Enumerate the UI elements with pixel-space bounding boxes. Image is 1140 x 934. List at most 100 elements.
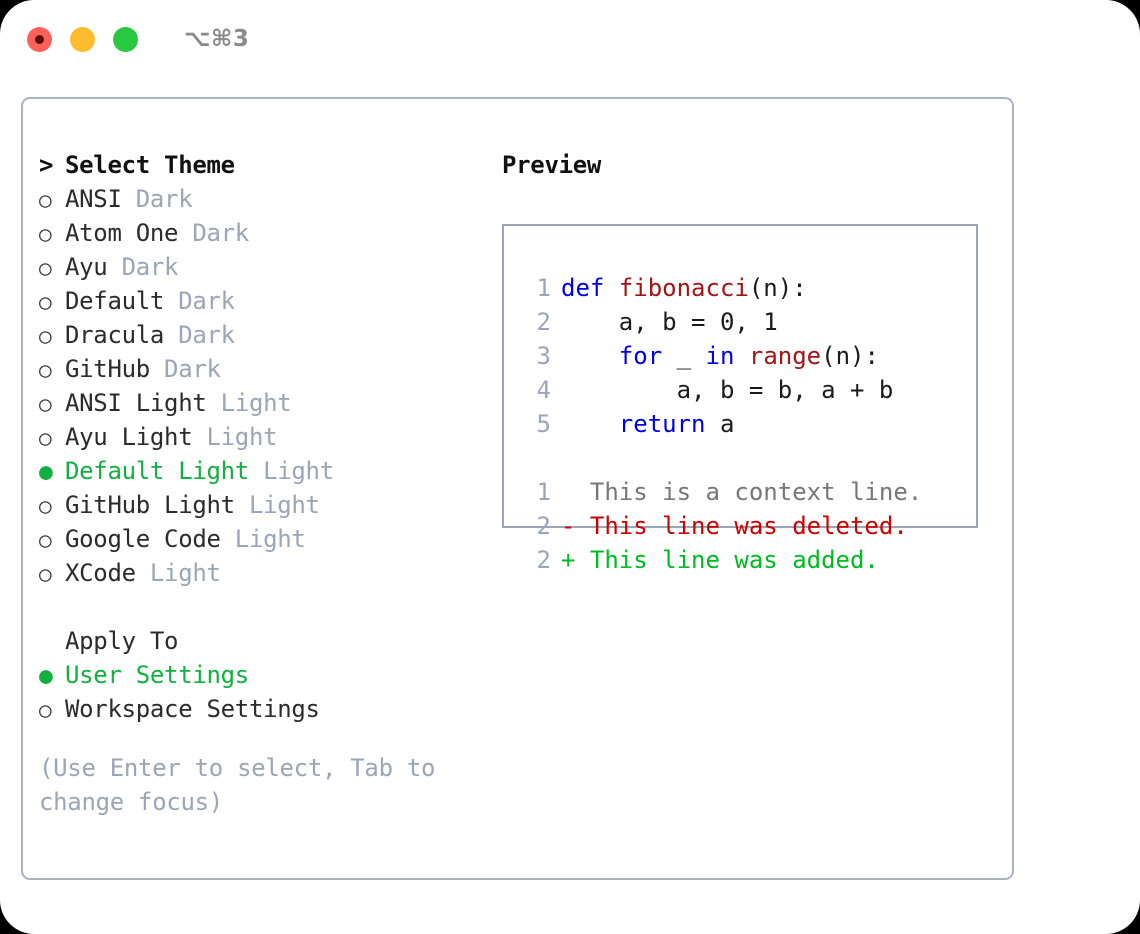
caret-icon: > <box>39 151 54 179</box>
dialog-frame: > Select Theme ○ANSI Dark○Atom One Dark○… <box>21 97 1014 880</box>
minimize-button[interactable] <box>70 26 95 52</box>
theme-variant-tag: Dark <box>164 287 235 315</box>
theme-list-item[interactable]: ○ GitHub Light Light <box>39 491 479 525</box>
theme-name: Default <box>65 287 165 315</box>
line-number: 5 <box>536 410 551 438</box>
radio-selected-icon[interactable]: ● <box>39 459 53 485</box>
theme-list-item[interactable]: ○ANSI Light Light <box>39 389 479 423</box>
code-line: 5 return a <box>521 407 922 441</box>
window-controls <box>27 26 138 52</box>
theme-name: Dracula <box>65 321 165 349</box>
radio-unselected-icon[interactable]: ○ <box>39 324 52 348</box>
radio-unselected-icon[interactable]: ○ <box>39 426 52 450</box>
maximize-button[interactable] <box>113 26 138 52</box>
theme-variant-tag: Light <box>192 423 278 451</box>
theme-picker-panel: > Select Theme ○ANSI Dark○Atom One Dark○… <box>39 151 479 819</box>
code-token: range <box>748 342 822 370</box>
theme-list-item[interactable]: ○ Dracula Dark <box>39 321 479 355</box>
radio-unselected-icon[interactable]: ○ <box>39 494 52 518</box>
keyboard-hint: (Use Enter to select, Tab to change focu… <box>39 754 436 816</box>
code-token: def <box>561 274 619 302</box>
select-theme-title: Select Theme <box>65 151 235 179</box>
theme-name: Ayu <box>65 253 108 281</box>
code-token: (n): <box>748 274 807 302</box>
theme-name: Ayu Light <box>65 423 193 451</box>
theme-variant-tag: Light <box>220 525 306 553</box>
theme-list: ○ ANSI Dark ○ Atom One Dark ○ Ayu Dark ○ Defaul… <box>39 185 479 593</box>
theme-variant-tag: Light <box>135 559 221 587</box>
theme-list-item[interactable]: ○ANSI Dark <box>39 185 479 219</box>
theme-list-item[interactable]: ○ XCode Light <box>39 559 479 593</box>
line-number: 1 <box>536 478 551 506</box>
radio-unselected-icon[interactable]: ○ <box>39 528 52 552</box>
theme-name: Default Light <box>65 457 249 485</box>
code-token <box>561 410 619 438</box>
apply-to-option[interactable]: ● User Settings <box>39 661 479 695</box>
line-number: 1 <box>536 274 551 302</box>
code-line: 3 for _ in range(n): <box>521 339 922 373</box>
theme-variant-tag: Light <box>234 491 320 519</box>
line-number: 3 <box>536 342 551 370</box>
code-token: a, b = b, a + b <box>561 376 894 404</box>
close-button[interactable] <box>27 26 52 52</box>
theme-list-item[interactable]: ○ Ayu Dark <box>39 253 479 287</box>
theme-list-item[interactable]: ○ Google Code Light <box>39 525 479 559</box>
keyboard-shortcut-label: ⌥⌘3 <box>184 26 250 52</box>
theme-name: Atom One <box>65 219 179 247</box>
line-number: 4 <box>536 376 551 404</box>
list-spacer <box>39 593 479 627</box>
diff-text: This is a context line. <box>561 478 923 506</box>
radio-unselected-icon[interactable]: ○ <box>39 188 52 212</box>
code-token: (n): <box>821 342 879 370</box>
apply-to-list: ● User Settings ○ Workspace Settings <box>39 661 479 729</box>
code-line: 4 a, b = b, a + b <box>521 373 922 407</box>
radio-unselected-icon[interactable]: ○ <box>39 290 52 314</box>
theme-list-item[interactable]: ○Atom One Dark <box>39 219 479 253</box>
code-blank-line <box>521 441 922 475</box>
theme-list-item[interactable]: ○ GitHub Dark <box>39 355 479 389</box>
select-theme-heading: > Select Theme <box>39 151 479 185</box>
title-bar: ⌥⌘3 <box>0 0 1140 78</box>
theme-variant-tag: Dark <box>164 321 235 349</box>
theme-list-item[interactable]: ○ Default Dark <box>39 287 479 321</box>
radio-selected-icon[interactable]: ● <box>39 663 53 689</box>
theme-name: XCode <box>65 559 136 587</box>
radio-unselected-icon[interactable]: ○ <box>39 698 52 722</box>
radio-unselected-icon[interactable]: ○ <box>39 392 52 416</box>
apply-to-label: User Settings <box>65 661 249 689</box>
diff-text: - This line was deleted. <box>561 512 908 540</box>
code-token <box>561 342 619 370</box>
preview-title: Preview <box>502 151 602 179</box>
apply-to-option[interactable]: ○ Workspace Settings <box>39 695 479 729</box>
code-token: a <box>705 410 735 438</box>
radio-unselected-icon[interactable]: ○ <box>39 358 52 382</box>
apply-to-title: Apply To <box>65 627 179 655</box>
diff-line: 2 - This line was deleted. <box>521 509 922 543</box>
code-line: 2 a, b = 0, 1 <box>521 305 922 339</box>
theme-name: GitHub <box>65 355 150 383</box>
radio-unselected-icon[interactable]: ○ <box>39 256 52 280</box>
theme-list-item[interactable]: ● Default Light Light <box>39 457 479 491</box>
line-number: 2 <box>536 546 551 574</box>
theme-name: Google Code <box>65 525 221 553</box>
code-token: a, b = 0, 1 <box>561 308 778 336</box>
code-token: for <box>618 342 663 370</box>
apply-to-label: Workspace Settings <box>65 695 320 723</box>
theme-name: GitHub Light <box>65 491 235 519</box>
theme-variant-tag: Light <box>248 457 334 485</box>
radio-unselected-icon[interactable]: ○ <box>39 222 52 246</box>
diff-line: 1 This is a context line. <box>521 475 923 509</box>
line-number: 2 <box>536 512 551 540</box>
theme-variant-tag: Dark <box>149 355 221 383</box>
radio-unselected-icon[interactable]: ○ <box>39 562 52 586</box>
theme-list-item[interactable]: ○ Ayu Light Light <box>39 423 479 457</box>
code-token: return <box>618 410 706 438</box>
theme-variant-tag: Dark <box>107 253 179 281</box>
theme-name: ANSI <box>65 185 122 213</box>
theme-variant-tag: Light <box>206 389 292 417</box>
apply-to-heading: Apply To <box>39 627 479 661</box>
